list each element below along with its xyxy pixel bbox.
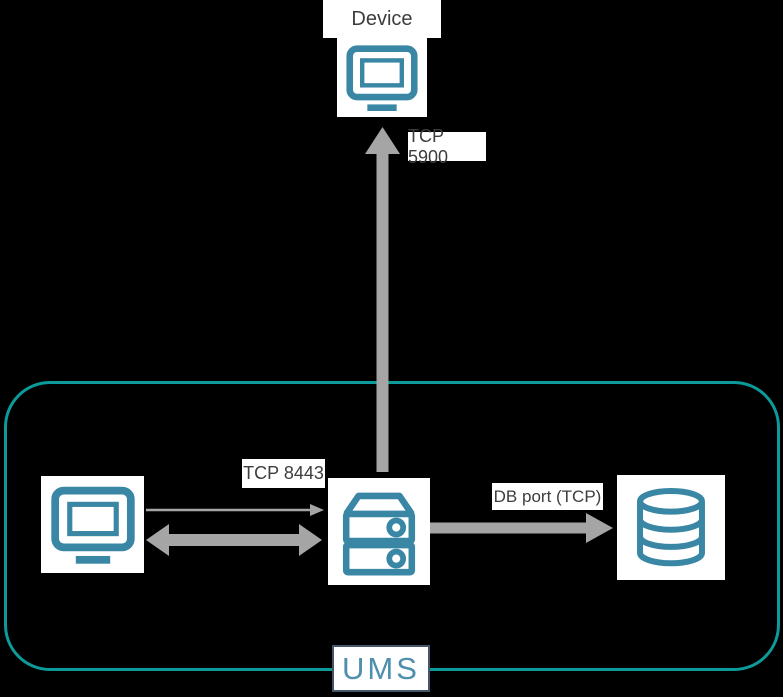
monitor-icon [346, 44, 418, 111]
arrow-thin-console-to-server [146, 504, 324, 516]
console-node [41, 476, 144, 573]
monitor-icon [50, 486, 135, 564]
vnc-port-label: TCP 5900 [408, 126, 486, 167]
database-icon [637, 487, 705, 566]
arrow-double-console-server [146, 524, 322, 556]
server-icon [342, 492, 416, 575]
db-port-label: DB port (TCP) [492, 483, 603, 510]
database-node [617, 475, 725, 580]
arrow-up-server-to-device [365, 127, 400, 472]
ums-boundary-label-box: UMS [332, 645, 430, 692]
https-port-label: TCP 8443 [242, 459, 325, 488]
ums-server-node [328, 478, 430, 585]
device-node [337, 38, 427, 117]
device-node-label: Device [323, 0, 441, 38]
arrow-server-to-database [430, 513, 613, 543]
ums-boundary-label: UMS [342, 651, 420, 686]
